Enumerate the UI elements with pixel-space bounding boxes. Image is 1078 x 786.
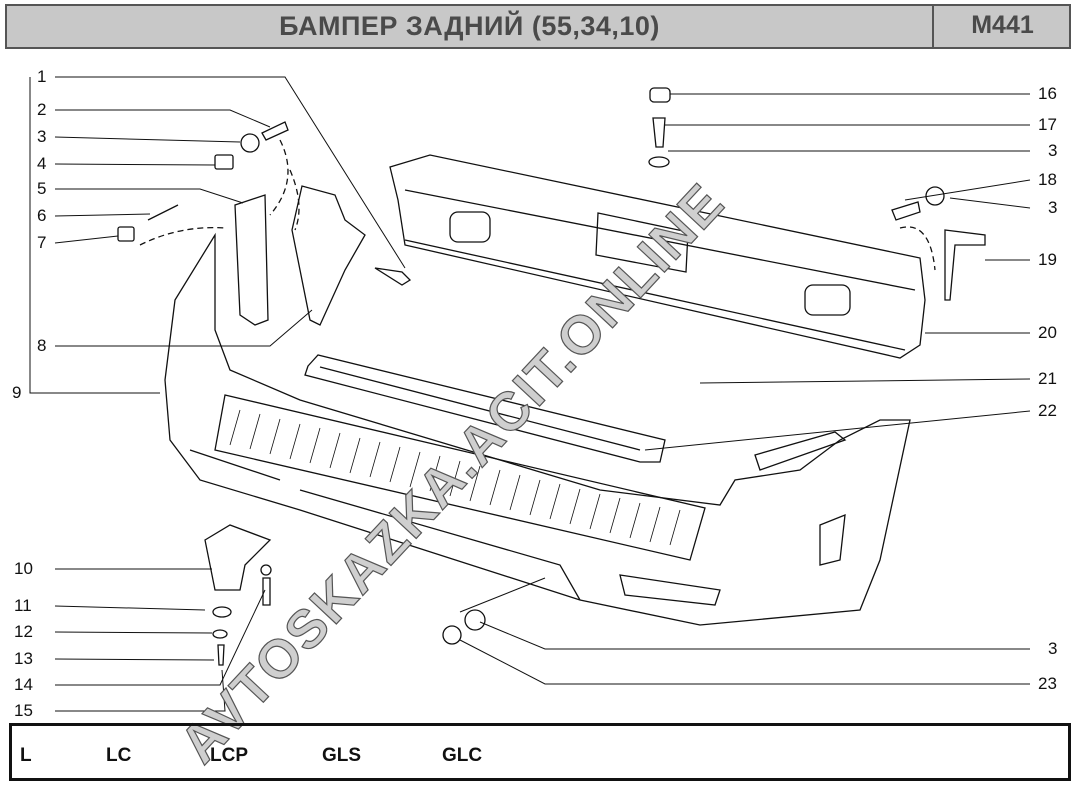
fasteners [117,87,945,666]
header-bar: БАМПЕР ЗАДНИЙ (55,34,10) M441 [5,4,1071,49]
page-code: M441 [932,6,1071,47]
version-gls: GLS [322,745,362,766]
callout-9: 9 [12,383,22,402]
bumper-reinforcement-beam [389,154,926,359]
callout-1: 1 [37,67,47,86]
callout-3-bolt-washer: 3 [1048,198,1058,217]
callout-3: 3 [37,127,47,146]
callout-6: 6 [37,206,47,225]
callout-20: 20 [1038,323,1057,342]
side-guide [291,185,366,326]
callout-11: 11 [14,596,32,615]
bumper-upper-trim [304,354,666,463]
callout-21: 21 [1038,369,1057,388]
bumper-cover [164,232,911,626]
callout-22: 22 [1038,401,1057,420]
version-glc: GLC [442,745,483,766]
side-bracket [234,194,269,326]
callout-8: 8 [37,336,47,355]
callout-23: 23 [1038,674,1057,693]
callout-5: 5 [37,179,47,198]
callout-13: 13 [14,649,33,668]
callout-16: 16 [1038,84,1057,103]
callout-17: 17 [1038,115,1057,134]
callout-2: 2 [37,100,47,119]
callout-18: 18 [1038,170,1057,189]
callout-3-nut-washer: 3 [1048,639,1058,658]
callout-14: 14 [14,675,33,694]
version-footer: L LC LCP GLS GLC [9,723,1071,781]
lower-bracket [204,524,272,591]
callout-19: 19 [1038,250,1057,269]
callout-3-washer: 3 [1048,141,1058,160]
assembly-arrows [139,139,936,271]
version-lcp: LCP [210,745,248,766]
callout-4: 4 [37,154,47,173]
callout-15: 15 [14,701,33,720]
callout-12: 12 [14,622,33,641]
side-bracket-right [944,229,986,301]
page-title: БАМПЕР ЗАДНИЙ (55,34,10) [279,11,660,41]
version-l: L [20,745,32,766]
version-lc: LC [106,745,132,766]
callout-7: 7 [37,233,47,252]
callout-10: 10 [14,559,33,578]
